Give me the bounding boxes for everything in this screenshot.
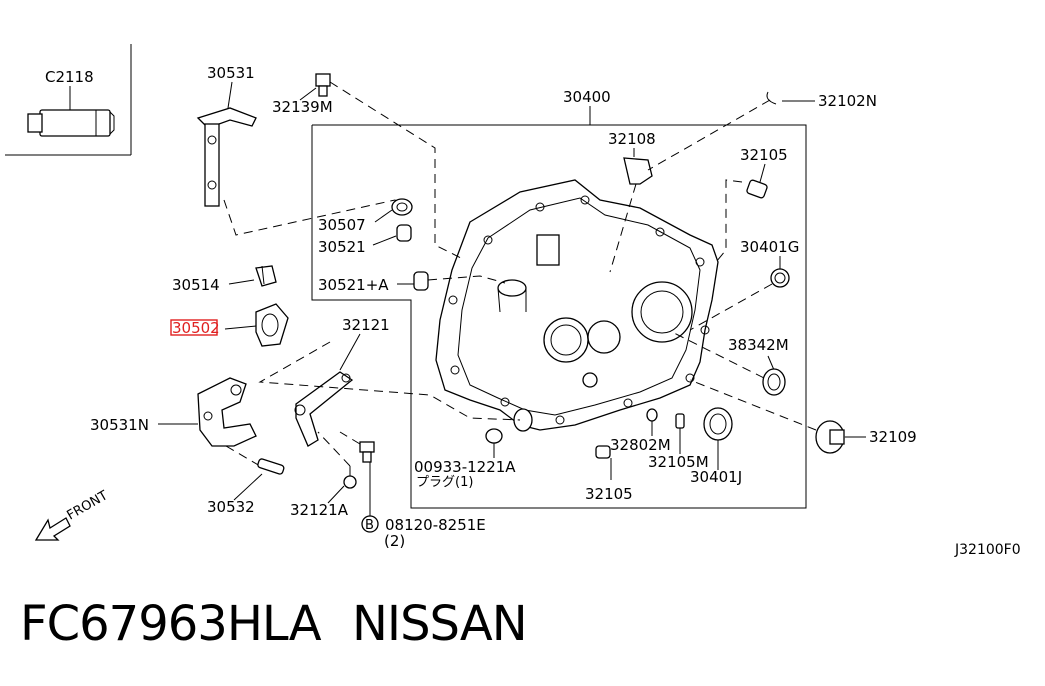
inset-c2118: C2118 bbox=[5, 44, 132, 156]
label-30400[interactable]: 30400 bbox=[563, 88, 611, 106]
selector-lever-icon bbox=[197, 377, 257, 447]
diagram-code: J32100F0 bbox=[955, 542, 1021, 558]
part-30401j: 30401J bbox=[690, 407, 742, 486]
part-08120-8251e: B 08120-8251E (2) bbox=[339, 431, 486, 550]
pin-icon bbox=[675, 413, 685, 429]
label-32109[interactable]: 32109 bbox=[869, 428, 917, 446]
bolt-mark-circle bbox=[361, 515, 379, 533]
dowel-pin-icon bbox=[746, 179, 768, 199]
seal-icon bbox=[391, 198, 413, 216]
highlight-box bbox=[170, 319, 218, 336]
front-arrow-icon bbox=[34, 517, 71, 541]
speed-sensor-icon bbox=[623, 157, 653, 185]
bushing-icon bbox=[413, 271, 429, 291]
label-30531n[interactable]: 30531N bbox=[90, 416, 149, 434]
label-30521[interactable]: 30521 bbox=[318, 238, 366, 256]
part-30507: 30507 bbox=[318, 198, 413, 234]
washer-icon bbox=[646, 408, 658, 422]
label-30401g[interactable]: 30401G bbox=[740, 238, 799, 256]
part-30531: 30531 bbox=[196, 64, 411, 236]
bolt-icon bbox=[359, 441, 375, 463]
part-30521a: 30521+A bbox=[318, 271, 506, 294]
part-32108: 32108 bbox=[608, 130, 656, 273]
part-32105-top: 32105 bbox=[715, 146, 788, 263]
label-32121[interactable]: 32121 bbox=[342, 316, 390, 334]
label-30532[interactable]: 30532 bbox=[207, 498, 255, 516]
part-30502: 30502 bbox=[170, 303, 289, 347]
part-32139m: 32139M bbox=[272, 73, 466, 261]
front-direction: FRONT bbox=[34, 488, 111, 541]
label-30514[interactable]: 30514 bbox=[172, 276, 220, 294]
pin-icon bbox=[257, 458, 285, 475]
part-30514: 30514 bbox=[172, 265, 277, 294]
release-bearing-icon bbox=[255, 303, 289, 347]
bolt-icon bbox=[343, 466, 357, 489]
label-c2118[interactable]: C2118 bbox=[45, 68, 94, 86]
label-32108[interactable]: 32108 bbox=[608, 130, 656, 148]
clip-icon bbox=[766, 91, 777, 105]
label-00933-1221a[interactable]: 00933-1221A bbox=[414, 458, 516, 476]
label-30531[interactable]: 30531 bbox=[207, 64, 255, 82]
bushing-icon bbox=[396, 224, 412, 242]
transmission-case bbox=[435, 179, 719, 432]
label-00933-sub: プラグ(1) bbox=[416, 475, 473, 490]
label-30401j[interactable]: 30401J bbox=[690, 468, 742, 486]
footer-brand: NISSAN bbox=[352, 596, 528, 652]
label-08120-qty: (2) bbox=[384, 532, 405, 550]
flange-cap-icon bbox=[815, 420, 845, 454]
label-32105-bottom[interactable]: 32105 bbox=[585, 485, 633, 503]
plug-icon bbox=[485, 428, 503, 444]
label-38342m[interactable]: 38342M bbox=[728, 336, 789, 354]
label-32139m[interactable]: 32139M bbox=[272, 98, 333, 116]
part-32121: 32121 bbox=[258, 316, 521, 447]
part-32102n: 32102N bbox=[647, 91, 877, 171]
part-00933-1221a: 00933-1221A プラグ(1) bbox=[414, 428, 516, 490]
part-32109: 32109 bbox=[689, 379, 917, 454]
label-08120-8251e[interactable]: 08120-8251E bbox=[385, 516, 486, 534]
label-32102n[interactable]: 32102N bbox=[818, 92, 877, 110]
dowel-pin-icon bbox=[595, 445, 611, 459]
footer-part-number: FC67963HLA bbox=[20, 596, 322, 652]
label-32121a[interactable]: 32121A bbox=[290, 501, 349, 519]
part-32105-bottom: 32105 bbox=[585, 445, 633, 503]
label-30502[interactable]: 30502 bbox=[172, 319, 220, 337]
shift-fork-icon bbox=[294, 371, 354, 447]
part-32121a: 32121A bbox=[290, 431, 357, 519]
clip-icon bbox=[255, 265, 277, 287]
part-30532: 30532 bbox=[207, 458, 285, 516]
label-32105-top[interactable]: 32105 bbox=[740, 146, 788, 164]
part-32105m: 32105M bbox=[648, 413, 709, 471]
part-30521: 30521 bbox=[318, 224, 412, 256]
part-30401g: 30401G bbox=[689, 238, 799, 331]
part-32802m: 32802M bbox=[610, 408, 671, 454]
grease-tube-icon bbox=[27, 109, 115, 137]
housing-frame: 30400 bbox=[311, 88, 807, 509]
bolt-icon bbox=[315, 73, 331, 97]
label-front: FRONT bbox=[65, 488, 111, 523]
oil-seal-icon bbox=[703, 407, 733, 441]
part-30531n: 30531N bbox=[90, 377, 261, 467]
label-08120-mark: B bbox=[365, 518, 374, 533]
part-38342m: 38342M bbox=[671, 331, 789, 396]
label-30507[interactable]: 30507 bbox=[318, 216, 366, 234]
label-32802m[interactable]: 32802M bbox=[610, 436, 671, 454]
shift-lever-icon bbox=[196, 107, 257, 207]
seal-icon bbox=[770, 268, 790, 288]
oil-seal-icon bbox=[762, 368, 786, 396]
label-32105m[interactable]: 32105M bbox=[648, 453, 709, 471]
label-30521a[interactable]: 30521+A bbox=[318, 276, 389, 294]
